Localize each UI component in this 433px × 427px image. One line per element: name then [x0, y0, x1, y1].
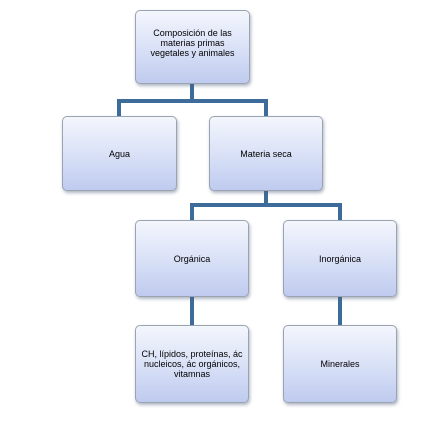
node-materia-seca: Materia seca [209, 116, 323, 191]
node-organica: Orgánica [135, 220, 249, 297]
connector-seca-to-level2 [190, 189, 342, 222]
node-organica-label: Orgánica [173, 253, 211, 264]
node-root-composicion: Composición de las materias primas veget… [135, 10, 250, 84]
node-minerales: Minerales [283, 325, 397, 403]
node-agua-label: Agua [108, 148, 131, 159]
node-inorganica: Inorgánica [283, 220, 397, 297]
node-minerales-label: Minerales [320, 359, 360, 369]
node-compuestos-organicos-label: CH, lípidos, proteínas, ác nucleicos, ác… [141, 349, 243, 379]
connector-root-to-level1 [117, 82, 268, 118]
node-materia-seca-label: Materia seca [240, 148, 292, 159]
node-compuestos-organicos: CH, lípidos, proteínas, ác nucleicos, ác… [135, 325, 249, 403]
node-root-label: Composición de las materias primas veget… [150, 28, 235, 58]
node-inorganica-label: Inorgánica [318, 253, 362, 264]
node-agua: Agua [62, 116, 177, 191]
